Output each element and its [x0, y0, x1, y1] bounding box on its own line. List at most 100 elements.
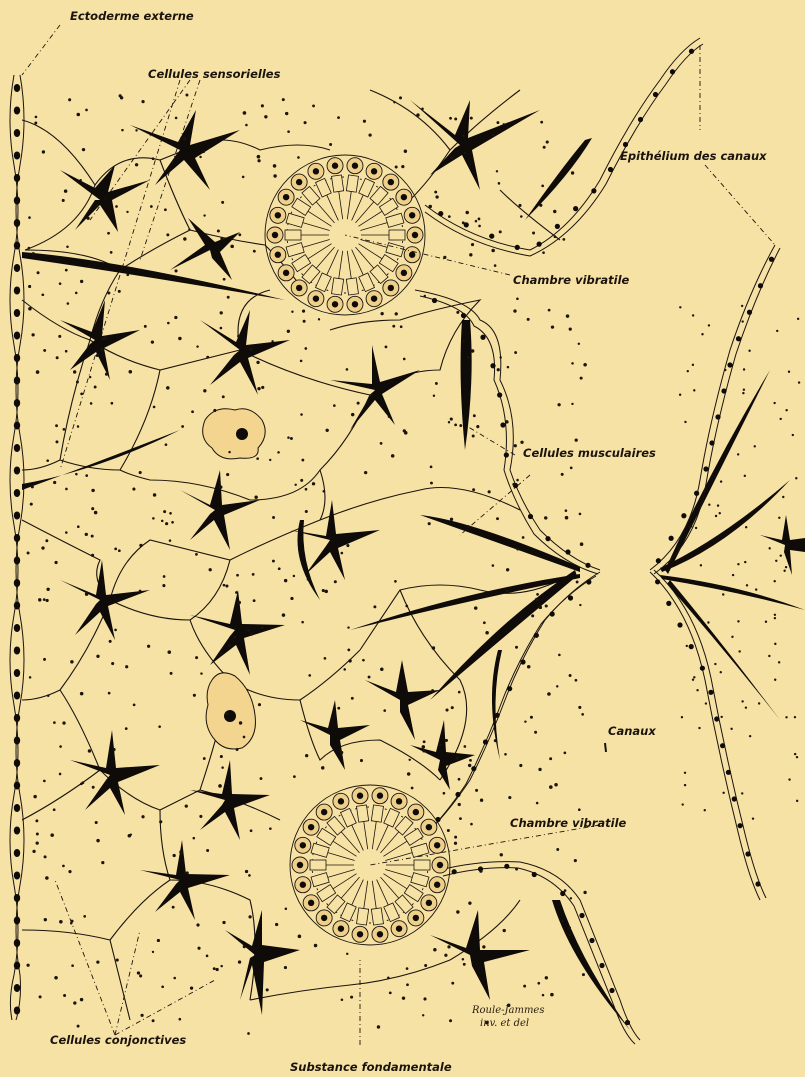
stellate-cell: [70, 730, 160, 815]
ectoderm-nucleus: [14, 984, 20, 992]
canal-nucleus: [677, 622, 682, 627]
collar-cell: [341, 808, 357, 827]
ectoderm-nucleus: [14, 309, 20, 317]
label-canaux: Canaux: [608, 724, 656, 738]
canal-nucleus: [670, 69, 675, 74]
canal-nucleus: [732, 796, 737, 801]
canal-nucleus: [520, 659, 525, 664]
canal-nucleus: [737, 823, 742, 828]
collar-cell: [316, 178, 332, 197]
ectoderm-nucleus: [14, 354, 20, 362]
collar-cell: [357, 805, 369, 822]
canal-nucleus: [715, 414, 720, 419]
canal-nucleus: [689, 644, 694, 649]
canal-nucleus: [480, 335, 485, 340]
canal-nucleus: [714, 716, 719, 721]
canal-nucleus: [591, 188, 596, 193]
amoeboid-cell-upper: [203, 409, 266, 459]
stellate-cell: [200, 310, 290, 395]
ectoderm-outer: [10, 75, 24, 1020]
leader-lines: [22, 25, 775, 1045]
canal-nucleus: [720, 743, 725, 748]
ectoderm-nucleus: [14, 422, 20, 430]
stellate-cell: [365, 660, 440, 740]
stellate-cell: [190, 760, 270, 840]
label-cellules-sensorielles: Cellules sensorielles: [148, 67, 281, 81]
canal-nucleus: [609, 988, 614, 993]
canal-nucleus: [432, 298, 437, 303]
ectoderm-nucleus: [14, 669, 20, 677]
canal-nucleus: [565, 549, 570, 554]
label-substance-fondamentale: Substance fondamentale: [290, 1060, 452, 1074]
ectoderm-nucleus: [14, 872, 20, 880]
canal-nucleus: [532, 872, 537, 877]
canal-nucleus: [656, 558, 661, 563]
ectoderm-nucleus: [14, 512, 20, 520]
collar-cell: [302, 265, 320, 284]
vibratile-chamber-bottom: [290, 785, 450, 945]
canal-nucleus: [623, 142, 628, 147]
canal-nucleus: [579, 913, 584, 918]
canal-nucleus: [653, 92, 658, 97]
collar-cell: [285, 230, 301, 240]
collar-cell: [292, 198, 311, 215]
muscle-cell: [660, 575, 805, 610]
ectoderm-nucleus: [14, 287, 20, 295]
canal-nucleus: [515, 245, 520, 250]
ectoderm-nucleus: [14, 827, 20, 835]
collar-cell: [404, 885, 423, 902]
collar-cell: [310, 860, 326, 870]
stellate-cell: [410, 720, 475, 790]
ectoderm-nucleus: [14, 602, 20, 610]
canal-nucleus: [726, 770, 731, 775]
ectoderm-nucleus: [14, 737, 20, 745]
collar-cell: [371, 805, 383, 822]
collar-cell: [316, 273, 332, 292]
canal-nucleus: [669, 536, 674, 541]
canal-nucleus: [534, 633, 539, 638]
canal-nucleus: [599, 963, 604, 968]
collar-cell: [327, 816, 345, 835]
canal-nucleus: [495, 713, 500, 718]
canal-nucleus: [471, 766, 476, 771]
ectoderm-nucleus: [14, 219, 20, 227]
signature-line-1: Roule-Jammes: [471, 1005, 544, 1016]
ectoderm-nucleus: [14, 714, 20, 722]
collar-cell: [386, 213, 404, 227]
stellate-cell: [330, 345, 420, 430]
collar-cell: [332, 278, 344, 295]
ectoderm-nucleus: [14, 962, 20, 970]
canal-nucleus: [708, 690, 713, 695]
canal-nucleus: [504, 452, 509, 457]
canal-nucleus: [703, 466, 708, 471]
canal-nucleus: [608, 167, 613, 172]
canal-nucleus: [700, 666, 705, 671]
label-epithelium-canaux: Epithélium des canaux: [620, 149, 767, 163]
canal-nucleus: [689, 49, 694, 54]
label-cellules-musculaires: Cellules musculaires: [523, 446, 656, 460]
stellate-cell: [190, 590, 285, 675]
canal-nucleus: [736, 336, 741, 341]
canal-nucleus: [745, 851, 750, 856]
canal-nucleus: [747, 310, 752, 315]
collar-cell: [379, 255, 398, 272]
signature-line-2: inv. et del: [480, 1018, 529, 1029]
collar-cell: [286, 243, 304, 257]
collar-cell: [404, 828, 423, 845]
collar-cell: [311, 873, 329, 887]
collar-cell: [370, 265, 388, 284]
ectoderm-nucleus: [14, 107, 20, 115]
ectoderm-nucleus: [14, 467, 20, 475]
ectoderm-nucleus: [14, 939, 20, 947]
canal-nucleus: [490, 363, 495, 368]
ectoderm-nucleus: [14, 692, 20, 700]
collar-cell: [346, 175, 358, 192]
ectoderm-nucleus: [14, 804, 20, 812]
ectoderm-nucleus: [14, 849, 20, 857]
ectoderm-nucleus: [14, 174, 20, 182]
collar-cell: [386, 243, 404, 257]
ectoderm-nucleus: [14, 782, 20, 790]
ectoderm-nucleus: [14, 242, 20, 250]
ectoderm-nucleus: [14, 1007, 20, 1015]
ectoderm-nucleus: [14, 579, 20, 587]
